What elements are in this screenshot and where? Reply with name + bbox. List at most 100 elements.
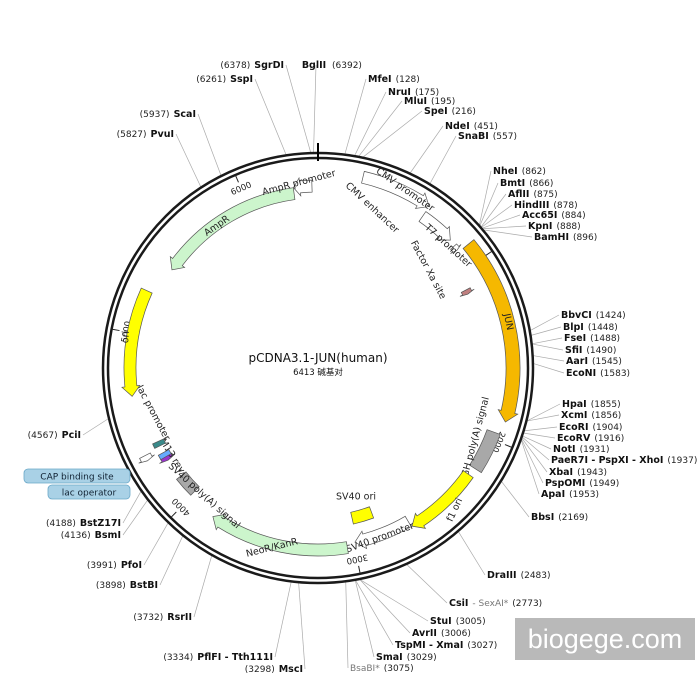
site-leader-bbsi xyxy=(501,481,530,518)
site-name-scai: ScaI xyxy=(174,109,196,120)
site-name-bsmi: BsmI xyxy=(95,530,121,541)
site-nhei: NheI (862) xyxy=(493,166,546,177)
site-name-stui: StuI xyxy=(430,616,452,627)
site-name-sfii: SfiI xyxy=(565,345,582,356)
site-name-bstbi: BstBI xyxy=(130,580,158,591)
site-leader-scai xyxy=(197,113,222,176)
site-name-bstz17i: BstZ17I xyxy=(80,518,121,529)
watermark: biogege.com xyxy=(515,618,695,660)
feature-sv40-promoter xyxy=(354,515,412,550)
site-leader-bbvci xyxy=(530,314,560,331)
site-leader-kpni xyxy=(483,225,527,230)
site-leader-bsmi xyxy=(122,500,148,536)
site-name-spei: SpeI xyxy=(424,106,448,117)
site-name-bbvci: BbvCI xyxy=(561,310,592,321)
site-bbsi: BbsI(2169) xyxy=(531,512,588,523)
site-pos-aflii: (875) xyxy=(533,190,557,200)
site-name-acc65i: Acc65I xyxy=(522,210,557,221)
site-name-kpni: KpnI xyxy=(528,221,552,232)
site-leader-xbai xyxy=(521,438,548,473)
site-econi: EcoNI(1583) xyxy=(566,368,630,379)
site-leader-bamhi xyxy=(484,229,533,238)
site-bstbi: BstBI(3898) xyxy=(96,580,158,591)
site-name-pvui: PvuI xyxy=(151,129,174,140)
site-pos-bbvci: (1424) xyxy=(596,311,626,321)
site-pos-bglii: (6392) xyxy=(332,61,362,71)
site-leader-smai xyxy=(355,580,375,658)
site-scai: ScaI(5937) xyxy=(140,109,196,120)
site-pos-bstz17i: (4188) xyxy=(46,519,76,529)
site-pos-bamhi: (896) xyxy=(573,233,597,243)
site-acc65i: Acc65I(884) xyxy=(522,210,586,221)
site-leader-sspi xyxy=(254,78,287,155)
site-leader-snabi xyxy=(429,135,457,184)
tick-mark-6000 xyxy=(234,174,239,183)
site-leader-hindiii xyxy=(481,204,513,228)
site-name-pflfi-tth111i: PflFI - Tth111I xyxy=(197,652,273,663)
site-name-nhei: NheI xyxy=(493,166,518,177)
site-pos-ecori: (1904) xyxy=(593,423,623,433)
site-pos-blpi: (1448) xyxy=(588,323,618,333)
site-name-msci: MscI xyxy=(279,664,303,675)
site-leader-fsei xyxy=(532,337,563,345)
feature-cap-site xyxy=(152,438,166,449)
site-name-smai: SmaI xyxy=(376,652,403,663)
site-name-noti: NotI xyxy=(553,444,576,455)
site-name-ecorv: EcoRV xyxy=(557,433,591,444)
site-name-aflii: AflII xyxy=(508,189,529,200)
site-rsrii: RsrII(3732) xyxy=(133,612,192,623)
site-leader-tspmi-xmai xyxy=(355,580,394,646)
feature-ori xyxy=(121,287,153,397)
site-pspomi: PspOMI(1949) xyxy=(545,478,619,489)
site-leader-bstbi xyxy=(159,536,183,586)
feature-jun xyxy=(462,239,521,423)
site-leader-xcmi xyxy=(527,414,560,422)
site-name-draiii: DraIII xyxy=(487,570,517,581)
site-pos-draiii: (2483) xyxy=(521,571,551,581)
site-xcmi: XcmI(1856) xyxy=(561,410,621,421)
restriction-sites: BglII (6392) SgrDI(6378) SspI(6261) ScaI(593… xyxy=(28,60,698,675)
site-pos-econi: (1583) xyxy=(600,369,630,379)
site-pos-sfii: (1490) xyxy=(586,346,616,356)
site-sspi: SspI(6261) xyxy=(196,74,253,85)
site-pos-pflfi-tth111i: (3334) xyxy=(163,653,193,663)
site-paer7i-pspxi-xhoi: PaeR7I - PspXI - XhoI(1937) xyxy=(551,455,697,466)
feature-bgh-polya xyxy=(469,429,501,474)
site-draiii: DraIII (2483) xyxy=(487,570,551,581)
site-name-fsei: FseI xyxy=(564,333,586,344)
site-name-pfoi: PfoI xyxy=(121,560,142,571)
site-ecorv: EcoRV(1916) xyxy=(557,433,624,444)
tick-label-6000: 6000 xyxy=(230,180,254,198)
site-mlui: MluI(195) xyxy=(404,96,455,107)
site-name-hpai: HpaI xyxy=(562,399,587,410)
site-csii: CsiI - SexAI*(2773) xyxy=(449,598,542,609)
feature-label-lac-promoter: lac promoter xyxy=(134,384,172,443)
site-name-nrui: NruI xyxy=(388,87,411,98)
site-bbvci: BbvCI (1424) xyxy=(561,310,626,321)
site-sgrdi: SgrDI(6378) xyxy=(220,60,284,71)
site-pos-spei: (216) xyxy=(452,107,476,117)
site-name-sspi: SspI xyxy=(230,74,253,85)
site-pos-bsmi: (4136) xyxy=(61,531,91,541)
site-leader-bsabi xyxy=(345,582,349,669)
site-name-tspmi-xmai: TspMI - XmaI xyxy=(395,640,463,651)
site-pos-hpai: (1855) xyxy=(591,400,621,410)
site-name-bglii: BglII xyxy=(302,60,326,71)
site-leader-ecorv xyxy=(523,432,556,439)
cap-binding-site-box xyxy=(23,468,131,484)
cap-binding-site-callout: CAP binding site xyxy=(23,468,131,484)
site-leader-sgrdi xyxy=(285,64,311,153)
lac-operator-callout: lac operator xyxy=(47,484,131,500)
site-leader-mlui xyxy=(358,100,403,157)
feature-factor-xa-site xyxy=(459,287,475,297)
site-leader-nrui xyxy=(354,91,387,156)
site-pos-nhei: (862) xyxy=(522,167,546,177)
feature-lac-operator xyxy=(157,449,172,461)
site-bstz17i: BstZ17I (4188) xyxy=(46,518,121,529)
site-pos-avrii: (3006) xyxy=(441,629,471,639)
site-name-sgrdi: SgrDI xyxy=(254,60,284,71)
site-xbai: XbaI(1943) xyxy=(549,467,607,478)
site-name-aari: AarI xyxy=(566,356,588,367)
site-pos-mfei: (128) xyxy=(396,75,420,85)
site-name-hindiii: HindIII xyxy=(514,200,549,211)
